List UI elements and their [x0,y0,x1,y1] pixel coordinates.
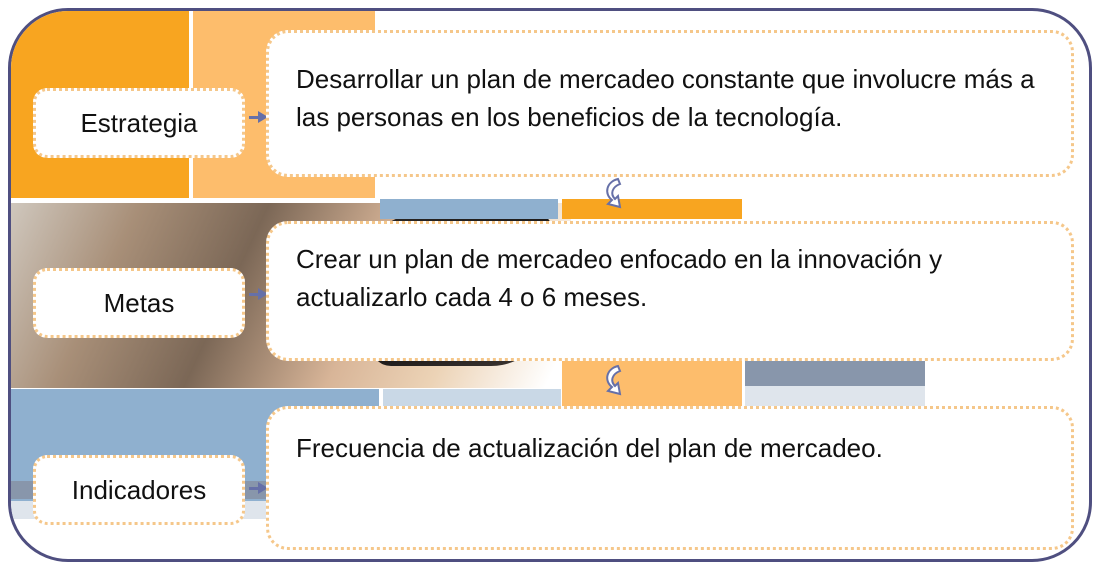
label-metas: Metas [103,287,175,318]
curved-down-arrow-icon [606,364,622,396]
bg-lightorange-block-low [562,361,742,406]
label-box-estrategia: Estrategia [33,88,245,158]
text-box-indicadores [266,406,1074,550]
label-estrategia: Estrategia [80,107,198,138]
curved-down-arrow-icon [606,177,622,209]
bg-blue-block-mid [380,199,558,219]
text-metas: Crear un plan de mercadeo enfocado en la… [296,244,943,312]
label-box-indicadores: Indicadores [33,455,245,525]
label-box-metas: Metas [33,268,245,338]
text-estrategia: Desarrollar un plan de mercadeo constant… [296,64,1035,132]
arrow-right-icon [249,482,268,494]
bg-slate-block-low [745,361,925,386]
arrow-right-icon [249,111,268,123]
text-indicadores: Frecuencia de actualización del plan de … [296,433,883,463]
bg-orange-block-mid [562,199,742,219]
text-box-metas [266,221,1074,361]
arrow-right-icon [249,288,268,300]
label-indicadores: Indicadores [71,474,207,505]
text-box-estrategia [266,30,1074,177]
